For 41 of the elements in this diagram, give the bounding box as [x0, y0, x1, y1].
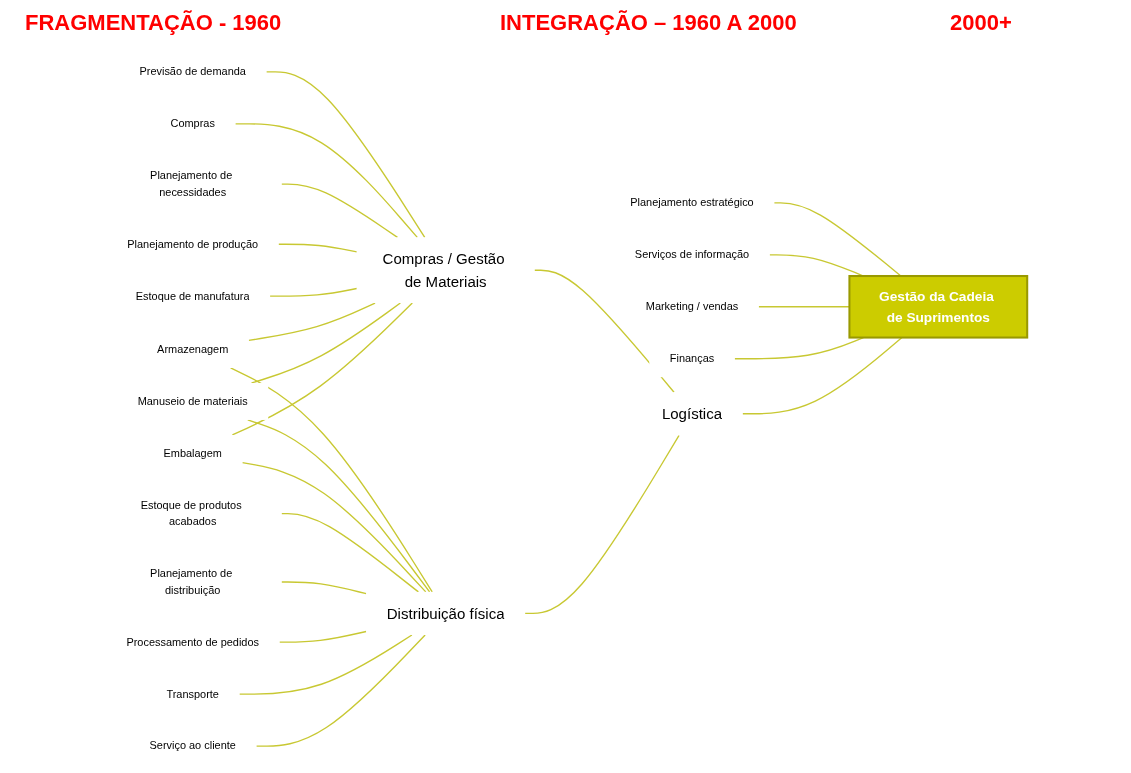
node-text: Previsão de demanda: [139, 65, 246, 78]
node-text: Armazenagem: [157, 343, 229, 355]
node-text: Serviços de informação: [634, 248, 750, 261]
node-text: Processamento de pedidos: [126, 635, 259, 648]
connector: [277, 243, 358, 253]
node-text: Planejamento de produção: [127, 238, 259, 250]
connector: [533, 269, 675, 393]
node-text: Compras: [170, 117, 215, 130]
connector: [278, 630, 367, 643]
node-text: Planejamento de necessidades: [150, 169, 233, 198]
era-heading: 2000+: [950, 10, 1012, 36]
connector: [250, 302, 402, 384]
connector: [248, 302, 376, 342]
era-heading: INTEGRAÇÃO – 1960 A 2000: [500, 10, 797, 36]
connector: [280, 512, 420, 593]
connector: [238, 634, 413, 695]
node-text: Estoque de produtos acabados: [140, 499, 242, 528]
node-text: Logística: [661, 405, 723, 423]
connector: [229, 367, 433, 593]
node-text: Serviço ao cliente: [149, 739, 236, 752]
node-text: Manuseio de materiais: [137, 395, 248, 407]
connector: [265, 71, 426, 239]
connector: [773, 202, 902, 277]
node-box: Gestão da Cadeia de Suprimentos: [848, 275, 1029, 339]
connector: [241, 461, 427, 593]
node-text: Planejamento de distribuição: [150, 567, 233, 596]
node-text: Marketing / vendas: [645, 300, 739, 313]
node-text: Embalagem: [163, 447, 222, 459]
connector: [255, 634, 426, 747]
connector: [280, 183, 399, 239]
node-text: Estoque de manufatura: [135, 290, 250, 302]
node-text: Compras / Gestão de Materiais: [382, 250, 505, 291]
node-text: Distribuição física: [386, 604, 505, 622]
connector: [231, 302, 413, 436]
connector: [280, 581, 367, 595]
connector: [269, 287, 358, 297]
connector: [247, 419, 431, 593]
node-text: Planejamento estratégico: [630, 196, 754, 209]
node-text: Transporte: [166, 687, 219, 700]
connector: [524, 434, 680, 615]
connector: [234, 123, 418, 239]
